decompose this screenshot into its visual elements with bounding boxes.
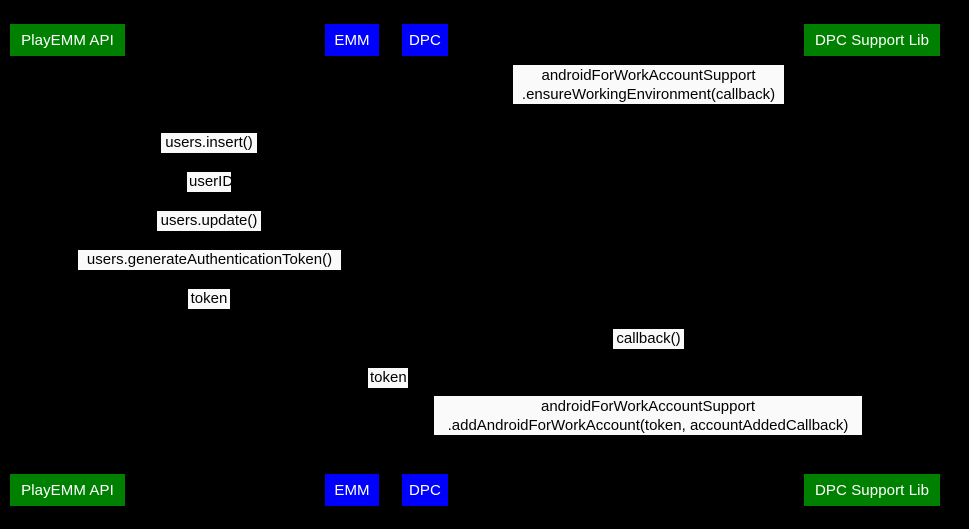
lifeline-emm [352,56,353,474]
msg-token-to-dpc-arrow [352,389,425,390]
participant-label: DPC [409,481,441,499]
msg-users-update: users.update() [157,211,261,231]
participant-label: PlayEMM API [21,31,114,49]
participant-label: DPC Support Lib [814,31,930,49]
participant-label: PlayEMM API [21,481,114,499]
msg-token-to-emm-arrow [67,310,352,311]
msg-users-insert: users.insert() [161,133,257,153]
msg-token-to-emm: token [188,289,230,309]
msg-callback: callback() [613,329,684,349]
msg-token-to-dpc: token [368,368,408,388]
msg-callback-arrow [425,350,872,351]
participant-foot-emm[interactable]: EMM [325,474,379,506]
participant-foot-playemm[interactable]: PlayEMM API [10,474,125,506]
participant-label: DPC [409,31,441,49]
lifeline-dpc [425,56,426,474]
participant-label: EMM [334,31,370,49]
msg-users-update-arrow [67,232,352,233]
participant-label: DPC Support Lib [814,481,930,499]
participant-head-playemm[interactable]: PlayEMM API [10,24,125,56]
participant-foot-lib[interactable]: DPC Support Lib [804,474,940,506]
participant-head-emm[interactable]: EMM [325,24,379,56]
participant-head-dpc[interactable]: DPC [402,24,448,56]
lifeline-playemm [68,56,69,474]
msg-add-account: androidForWorkAccountSupport .addAndroid… [434,396,862,435]
msg-user-id-arrow [67,193,352,194]
msg-generate-auth-token-arrow [67,271,352,272]
participant-head-lib[interactable]: DPC Support Lib [804,24,940,56]
msg-add-account-arrow [425,436,872,437]
participant-label: EMM [334,481,370,499]
participant-foot-dpc[interactable]: DPC [402,474,448,506]
msg-user-id: userID [187,172,234,192]
msg-ensure-working-environment: androidForWorkAccountSupport .ensureWork… [513,65,784,104]
msg-ensure-working-environment-arrow [425,105,872,106]
lifeline-lib [872,56,873,474]
msg-users-insert-arrow [67,154,352,155]
msg-generate-auth-token: users.generateAuthenticationToken() [78,250,341,270]
